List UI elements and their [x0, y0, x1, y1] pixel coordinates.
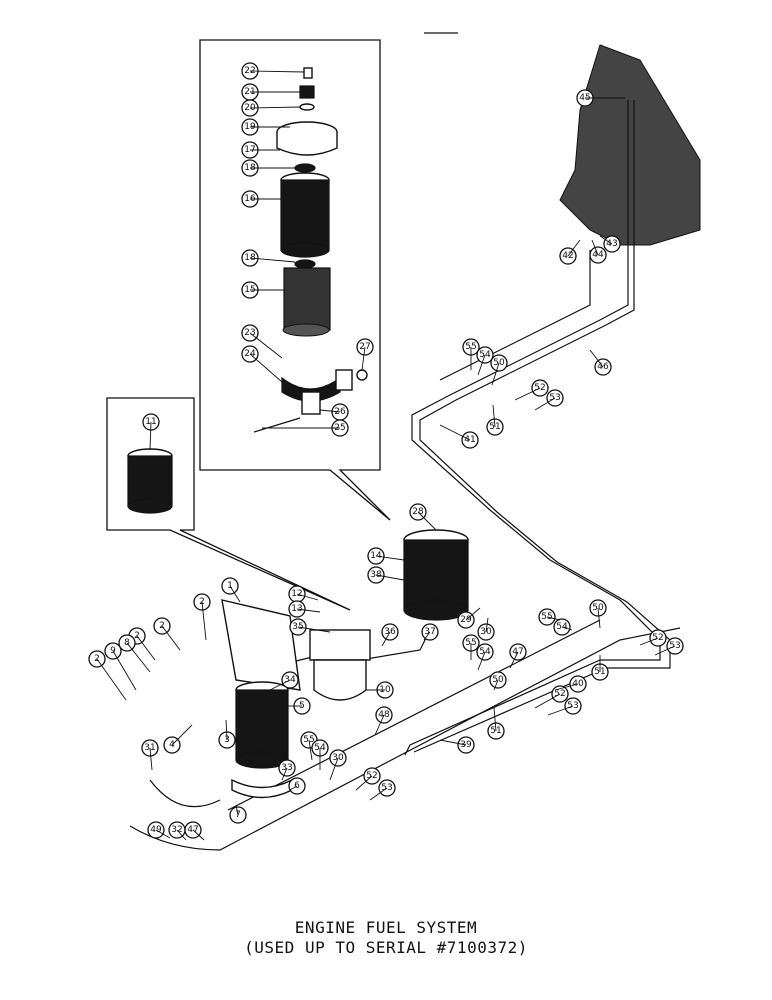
leader-line	[374, 714, 385, 736]
leader-line	[561, 626, 573, 631]
leader-line	[465, 607, 481, 621]
leader-line	[155, 829, 171, 839]
callout-number: 10	[379, 685, 391, 695]
leader-line	[534, 693, 561, 709]
leader-line	[591, 239, 599, 256]
leader-line	[281, 767, 288, 781]
leader-line	[439, 739, 467, 746]
filter-element-11	[127, 448, 173, 514]
callout-number: 54	[479, 350, 491, 360]
leader-line	[269, 679, 291, 691]
callout-number: 48	[378, 710, 390, 720]
callout-number: 39	[460, 740, 472, 750]
callout-number: 50	[492, 675, 504, 685]
leader-line	[149, 747, 153, 771]
leader-line	[589, 349, 604, 368]
leader-line	[597, 607, 601, 629]
leader-line	[171, 724, 193, 746]
leader-line	[149, 421, 152, 451]
callout-number: 54	[479, 647, 491, 657]
callout-number: 30	[332, 753, 344, 763]
leader-line	[492, 404, 496, 428]
leader-line	[249, 353, 283, 383]
leader-line	[229, 585, 241, 603]
callout-number: 42	[562, 251, 573, 261]
leader-line	[547, 705, 574, 716]
leader-line	[439, 424, 471, 441]
leader-lines	[96, 70, 676, 841]
leader-line	[493, 707, 497, 732]
leader-line	[417, 511, 437, 531]
mounting-bracket	[221, 599, 301, 691]
leader-line	[329, 757, 339, 781]
callout-number: 46	[597, 362, 609, 372]
filter-assemblies	[231, 529, 469, 799]
leader-line	[567, 239, 581, 257]
leader-line	[477, 354, 486, 376]
callout-number: 40	[572, 679, 584, 689]
leader-line	[514, 387, 541, 401]
leader-line	[249, 106, 301, 109]
leader-line	[599, 235, 613, 245]
engine-bulkhead	[559, 44, 701, 246]
callout-number: 50	[493, 358, 505, 368]
leader-line	[361, 346, 366, 371]
leader-line	[192, 829, 205, 841]
leader-line	[319, 409, 341, 413]
leader-line	[296, 593, 319, 601]
leader-line	[308, 739, 313, 761]
leader-line	[534, 397, 556, 411]
element-inset-frame	[106, 397, 351, 611]
leader-line	[654, 645, 676, 656]
leader-line	[369, 787, 388, 801]
leader-line	[554, 683, 579, 691]
leader-line	[235, 804, 239, 816]
leader-line	[249, 332, 283, 359]
leader-line	[546, 616, 561, 621]
caption-subtitle: (USED UP TO SERIAL #7100372)	[244, 938, 528, 957]
part-callout-42: 42	[559, 247, 577, 265]
leader-line	[477, 651, 486, 671]
leader-line	[249, 70, 305, 73]
leader-line	[225, 719, 228, 741]
leader-line	[176, 829, 187, 841]
leader-line	[355, 775, 373, 791]
callout-number: 36	[384, 627, 396, 637]
leader-line	[375, 574, 405, 581]
callout-number: 26	[334, 407, 346, 417]
leader-line	[161, 625, 181, 651]
callout-circle	[559, 247, 577, 265]
leader-line	[289, 785, 298, 791]
leader-line	[639, 637, 659, 646]
leader-line	[493, 679, 499, 691]
filter-inset-frame	[199, 39, 391, 521]
caption-title: ENGINE FUEL SYSTEM	[294, 918, 478, 937]
callout-number: 6	[294, 781, 300, 791]
callout-number: 34	[284, 675, 296, 685]
leader-line	[296, 608, 321, 613]
callout-number: 44	[592, 250, 604, 260]
leader-line	[491, 362, 500, 386]
leader-line	[485, 617, 489, 633]
leader-line	[423, 631, 431, 641]
filter-exploded-parts	[253, 67, 368, 433]
leader-line	[249, 257, 296, 263]
leader-line	[126, 642, 151, 673]
leader-line	[297, 626, 331, 633]
leader-line	[509, 651, 519, 669]
leader-line	[96, 658, 127, 701]
leader-line	[201, 601, 207, 641]
leader-line	[375, 555, 405, 561]
leader-line	[136, 635, 156, 661]
leader-line	[381, 631, 391, 647]
leader-line	[112, 650, 137, 691]
